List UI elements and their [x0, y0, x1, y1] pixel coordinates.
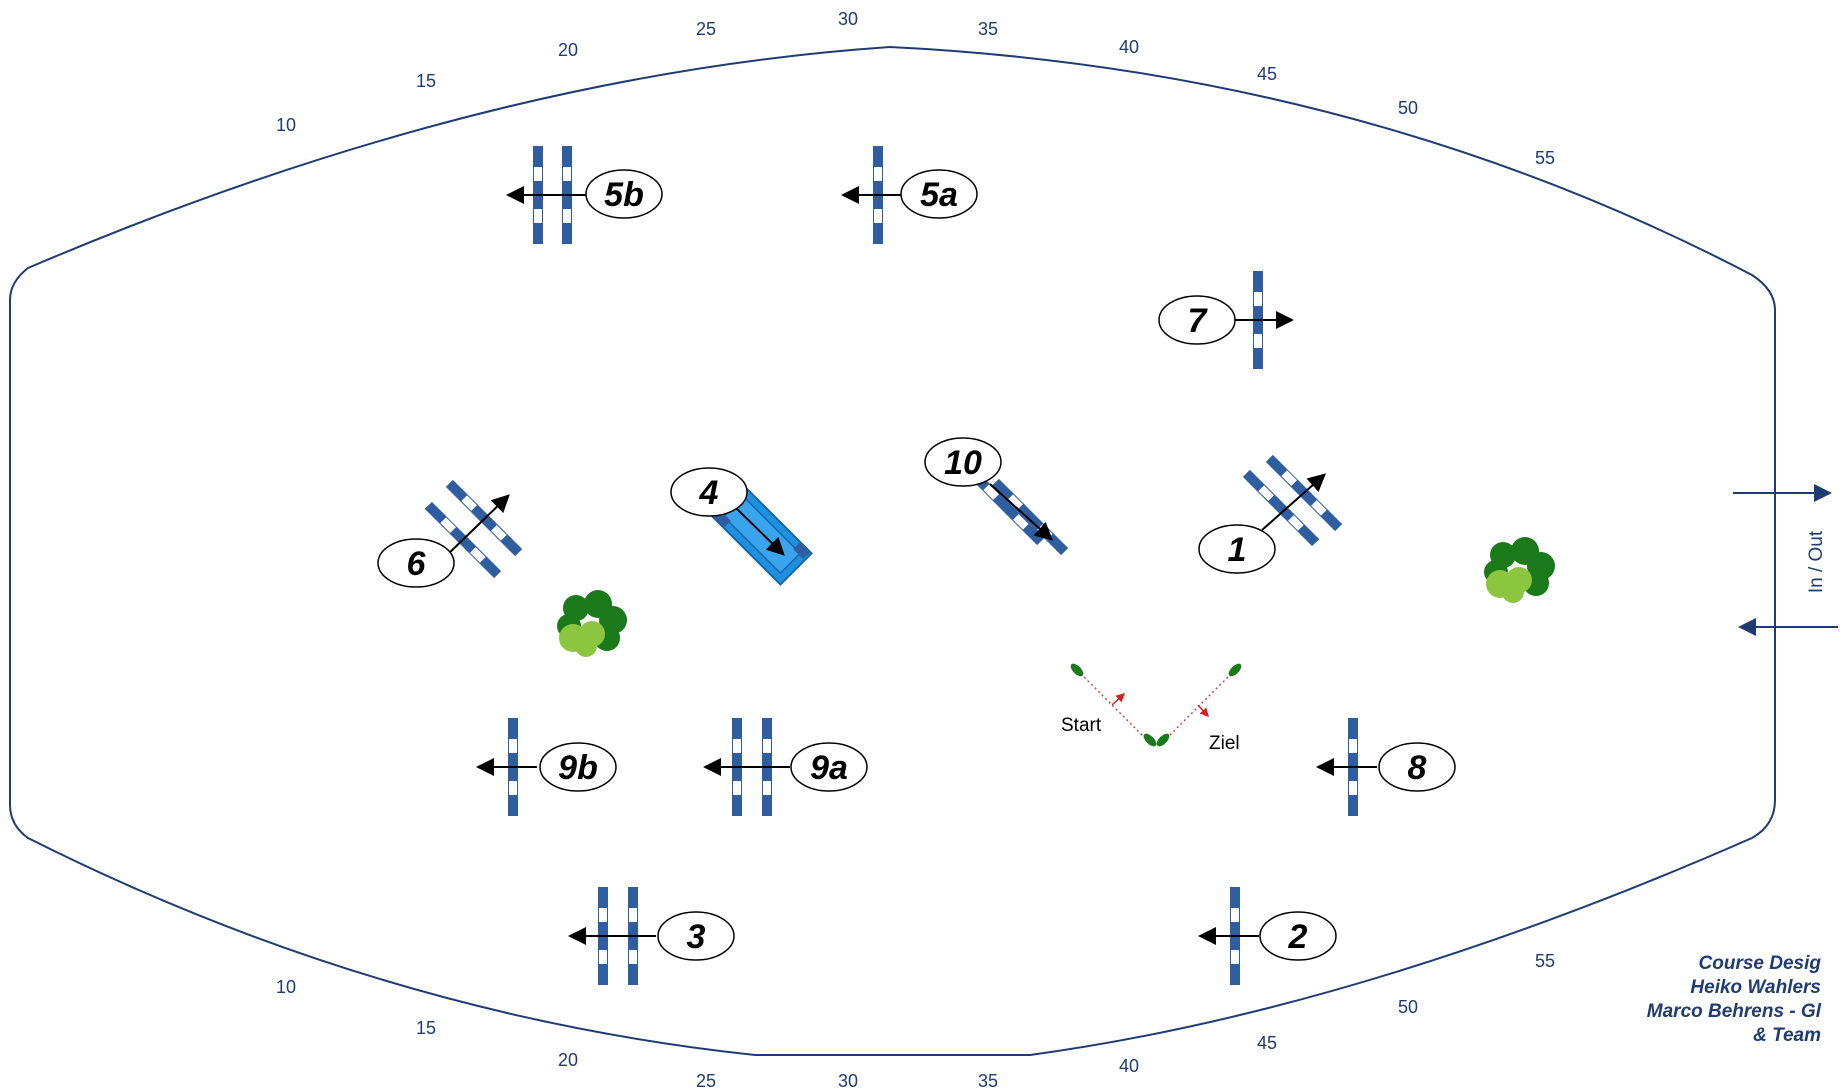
number-ellipse — [900, 169, 978, 219]
fence-number: 3 — [687, 918, 706, 956]
number-ellipse — [924, 437, 1002, 487]
fence-number: 9b — [558, 749, 598, 787]
fence-2: 2 — [1198, 887, 1337, 985]
fence-6: 6 — [377, 479, 523, 588]
number-ellipse — [657, 911, 735, 961]
scale-top-label: 40 — [1119, 37, 1139, 57]
number-ellipse — [1158, 295, 1236, 345]
number-ellipse — [539, 742, 617, 792]
number-ellipse — [377, 538, 455, 588]
fence-3: 3 — [568, 887, 735, 985]
fence-number: 10 — [944, 444, 982, 482]
start-label: Start — [1061, 715, 1102, 736]
fence-number: 5b — [604, 176, 644, 214]
number-ellipse — [670, 467, 748, 517]
scale-top-label: 35 — [978, 19, 998, 39]
direction-arrow — [734, 506, 785, 556]
number-ellipse — [585, 169, 663, 219]
fence-7: 7 — [1158, 271, 1294, 369]
finish-post — [1228, 663, 1242, 677]
finish-direction-arrow — [1197, 704, 1210, 718]
scale-top-label: 45 — [1257, 64, 1277, 84]
number-ellipse — [1198, 524, 1276, 574]
fence-number: 2 — [1288, 918, 1308, 956]
scale-bottom-label: 40 — [1119, 1056, 1139, 1076]
start-line — [1076, 669, 1148, 741]
start-direction-arrow — [1111, 692, 1126, 706]
scale-bottom-label: 20 — [558, 1050, 578, 1070]
direction-arrow — [444, 494, 510, 558]
scale-top-label: 15 — [416, 71, 436, 91]
fence-9b: 9b — [476, 718, 617, 816]
bush-left — [557, 590, 627, 657]
center-post — [1143, 733, 1157, 747]
in-out-label: In / Out — [1806, 530, 1827, 593]
finish-line — [1164, 669, 1236, 741]
fence-number: 6 — [407, 545, 427, 583]
in-out-gate: In / Out — [1733, 484, 1838, 636]
credits-line: Marco Behrens - Gl — [1646, 1001, 1821, 1022]
fence-5b: 5b — [506, 146, 663, 244]
fence-number: 1 — [1228, 531, 1247, 569]
course-designer-credits: Course Desig Heiko Wahlers Marco Behrens… — [1581, 952, 1841, 1048]
fence-number: 5a — [920, 176, 958, 214]
number-ellipse — [790, 742, 868, 792]
scale-top-label: 30 — [838, 9, 858, 29]
fence-8: 8 — [1316, 718, 1456, 816]
fence-1: 1 — [1198, 454, 1343, 574]
fence-9a: 9a — [703, 718, 868, 816]
scale-top-label: 50 — [1398, 98, 1418, 118]
scale-bottom-label: 55 — [1535, 951, 1555, 971]
credits-line: Heiko Wahlers — [1690, 977, 1821, 998]
center-post — [1156, 733, 1170, 747]
scale-top-label: 25 — [696, 19, 716, 39]
fence-4: 4 — [670, 467, 813, 586]
arena-outline — [9, 45, 1776, 1056]
number-ellipse — [1378, 742, 1456, 792]
scale-top-label: 55 — [1535, 148, 1555, 168]
direction-arrow — [1261, 473, 1326, 531]
fence-10: 10 — [924, 437, 1069, 556]
credits-line: & Team — [1753, 1025, 1821, 1046]
scale-bottom-label: 15 — [416, 1018, 436, 1038]
scale-top: 10 15 20 25 30 35 40 45 50 55 — [276, 9, 1555, 168]
start-finish: Start Ziel — [1061, 663, 1242, 754]
pole — [1242, 469, 1320, 547]
start-post — [1070, 663, 1084, 677]
scale-bottom: 10 15 20 25 30 35 40 45 50 55 — [276, 951, 1555, 1091]
pole — [991, 478, 1069, 556]
scale-bottom-label: 45 — [1257, 1033, 1277, 1053]
number-ellipse — [1259, 911, 1337, 961]
fence-5a: 5a — [841, 146, 978, 244]
fence-number: 4 — [699, 474, 719, 512]
pole — [967, 468, 1045, 546]
finish-label: Ziel — [1209, 733, 1240, 754]
fence-number: 8 — [1408, 749, 1427, 787]
scale-bottom-label: 35 — [978, 1071, 998, 1091]
bush-right — [1484, 537, 1555, 603]
scale-bottom-label: 10 — [276, 977, 296, 997]
scale-bottom-label: 30 — [838, 1071, 858, 1091]
scale-bottom-label: 50 — [1398, 997, 1418, 1017]
direction-arrow — [989, 483, 1053, 541]
scale-top-label: 10 — [276, 115, 296, 135]
credits-line: Course Desig — [1698, 953, 1821, 974]
scale-top-label: 20 — [558, 40, 578, 60]
fence-number: 7 — [1188, 302, 1209, 340]
fence-number: 9a — [810, 749, 848, 787]
scale-bottom-label: 25 — [696, 1071, 716, 1091]
